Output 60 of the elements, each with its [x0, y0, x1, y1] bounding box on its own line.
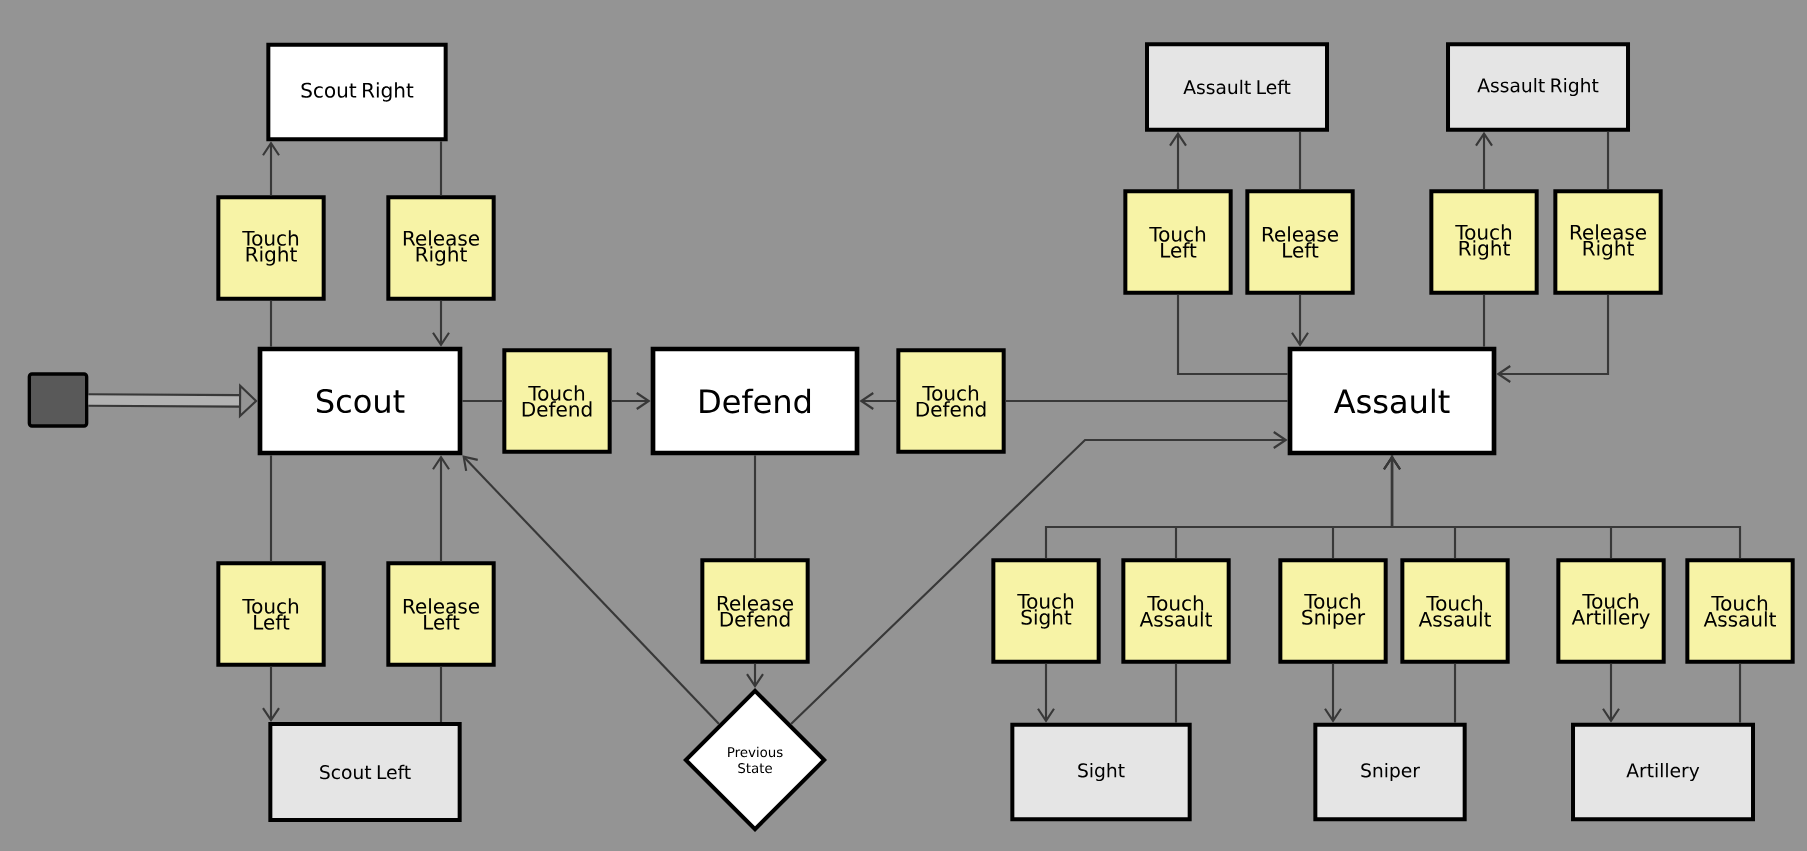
connector-line	[1453, 663, 1457, 723]
arrow	[611, 392, 651, 410]
arrow	[432, 300, 450, 347]
sticky-note: Touch Right	[1429, 189, 1539, 295]
sticky-note: Touch Right	[216, 195, 326, 301]
sticky-note: Touch Left	[1123, 189, 1233, 295]
state-box: Sniper	[1313, 722, 1467, 822]
arrow	[1291, 294, 1309, 347]
arrow	[1475, 131, 1493, 190]
sticky-note: Touch Artillery	[1556, 558, 1666, 664]
arrow	[790, 431, 1288, 725]
arrow	[1324, 663, 1342, 723]
connector-line	[269, 300, 273, 347]
state-box: Scout Right	[266, 42, 448, 142]
state-box: Sight	[1010, 722, 1192, 822]
connector-line	[269, 455, 273, 562]
sticky-note: Touch Assault	[1685, 558, 1795, 664]
sticky-note: Touch Sight	[991, 558, 1101, 664]
connector-line	[1606, 131, 1610, 190]
arrow	[432, 455, 450, 562]
sticky-note: Release Left	[386, 561, 496, 667]
sticky-note: Release Defend	[700, 558, 810, 664]
connector-line	[1738, 663, 1742, 723]
connector-line	[1176, 294, 1288, 376]
arrow	[746, 663, 764, 688]
state-box: Assault Right	[1446, 42, 1630, 132]
sticky-note: Touch Left	[216, 561, 326, 667]
connector-line	[439, 666, 443, 722]
sticky-note: Touch Defend	[896, 348, 1006, 454]
arrow	[1383, 455, 1742, 559]
arrow	[462, 455, 720, 725]
sticky-note: Touch Sniper	[1278, 558, 1388, 664]
sticky-note: Release Right	[1553, 189, 1663, 295]
connector-line	[1005, 399, 1288, 403]
arrow	[859, 392, 897, 410]
connector-line	[1390, 455, 1613, 559]
sticky-note: Touch Defend	[502, 348, 612, 454]
connector-line	[1174, 663, 1178, 723]
sticky-note: Release Right	[386, 195, 496, 301]
connector-line	[1482, 294, 1486, 347]
arrow	[1496, 294, 1610, 383]
state-box: Scout	[257, 346, 463, 456]
state-box: Assault	[1287, 346, 1497, 456]
state-box: Defend	[650, 346, 860, 456]
connector-line	[753, 455, 757, 559]
state-box: Artillery	[1571, 722, 1755, 822]
arrow	[262, 666, 280, 722]
arrow	[1602, 663, 1620, 723]
connector-line	[1298, 131, 1302, 190]
state-box: Scout Left	[268, 722, 462, 822]
connector-line	[462, 399, 503, 403]
sticky-note: Touch Assault	[1121, 558, 1231, 664]
sticky-note: Touch Assault	[1400, 558, 1510, 664]
sticky-note: Release Left	[1245, 189, 1355, 295]
connector-line	[439, 141, 443, 196]
arrow	[262, 141, 280, 196]
start-square	[27, 372, 89, 428]
arrow	[1169, 131, 1187, 190]
arrow	[1037, 663, 1055, 723]
state-box: Assault Left	[1145, 42, 1329, 132]
